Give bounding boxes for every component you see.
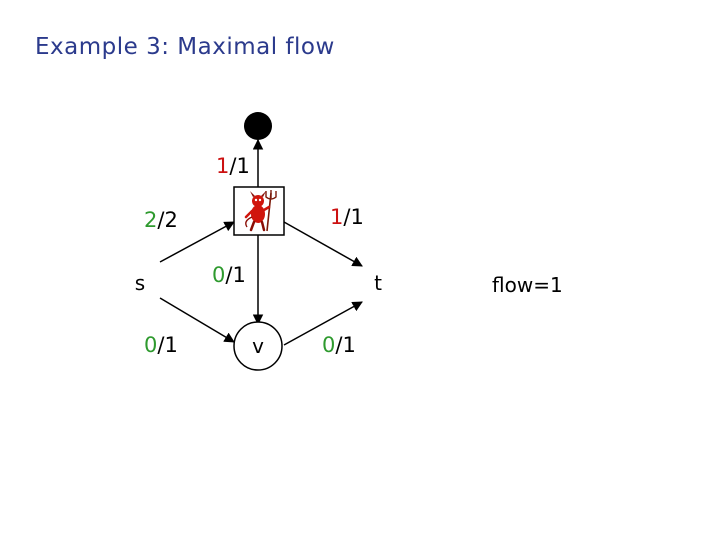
edge-cap-u-to-v: /1 [225, 263, 245, 287]
edge-flow-s-to-u: 2 [144, 208, 157, 232]
edge-u-to-t [283, 221, 363, 267]
edge-label-u-to-top: 1/1 [216, 154, 250, 178]
edge-label-u-to-v: 0/1 [212, 263, 246, 287]
edge-flow-s-to-v: 0 [144, 333, 157, 357]
edge-flow-u-to-top: 1 [216, 154, 229, 178]
edge-cap-v-to-t: /1 [335, 333, 355, 357]
edge-v-to-t [283, 301, 363, 346]
devil-icon [244, 190, 277, 232]
v-node-label: v [252, 334, 264, 358]
edge-flow-v-to-t: 0 [322, 333, 335, 357]
edge-cap-u-to-top: /1 [229, 154, 249, 178]
s-node-label: s [135, 271, 145, 295]
top-node [244, 112, 272, 140]
flow-value: flow=1 [492, 273, 563, 297]
edge-s-to-v [159, 297, 235, 343]
edge-label-s-to-v: 0/1 [144, 333, 178, 357]
v-node [233, 321, 283, 371]
edge-label-s-to-u: 2/2 [144, 208, 178, 232]
edge-flow-u-to-v: 0 [212, 263, 225, 287]
edge-flow-u-to-t: 1 [330, 205, 343, 229]
edge-cap-s-to-u: /2 [157, 208, 177, 232]
edge-cap-s-to-v: /1 [157, 333, 177, 357]
edge-label-v-to-t: 0/1 [322, 333, 356, 357]
edge-label-u-to-t: 1/1 [330, 205, 364, 229]
edge-cap-u-to-t: /1 [343, 205, 363, 229]
t-node-label: t [374, 271, 382, 295]
edge-s-to-u [159, 221, 235, 263]
page-title: Example 3: Maximal flow [35, 34, 335, 60]
